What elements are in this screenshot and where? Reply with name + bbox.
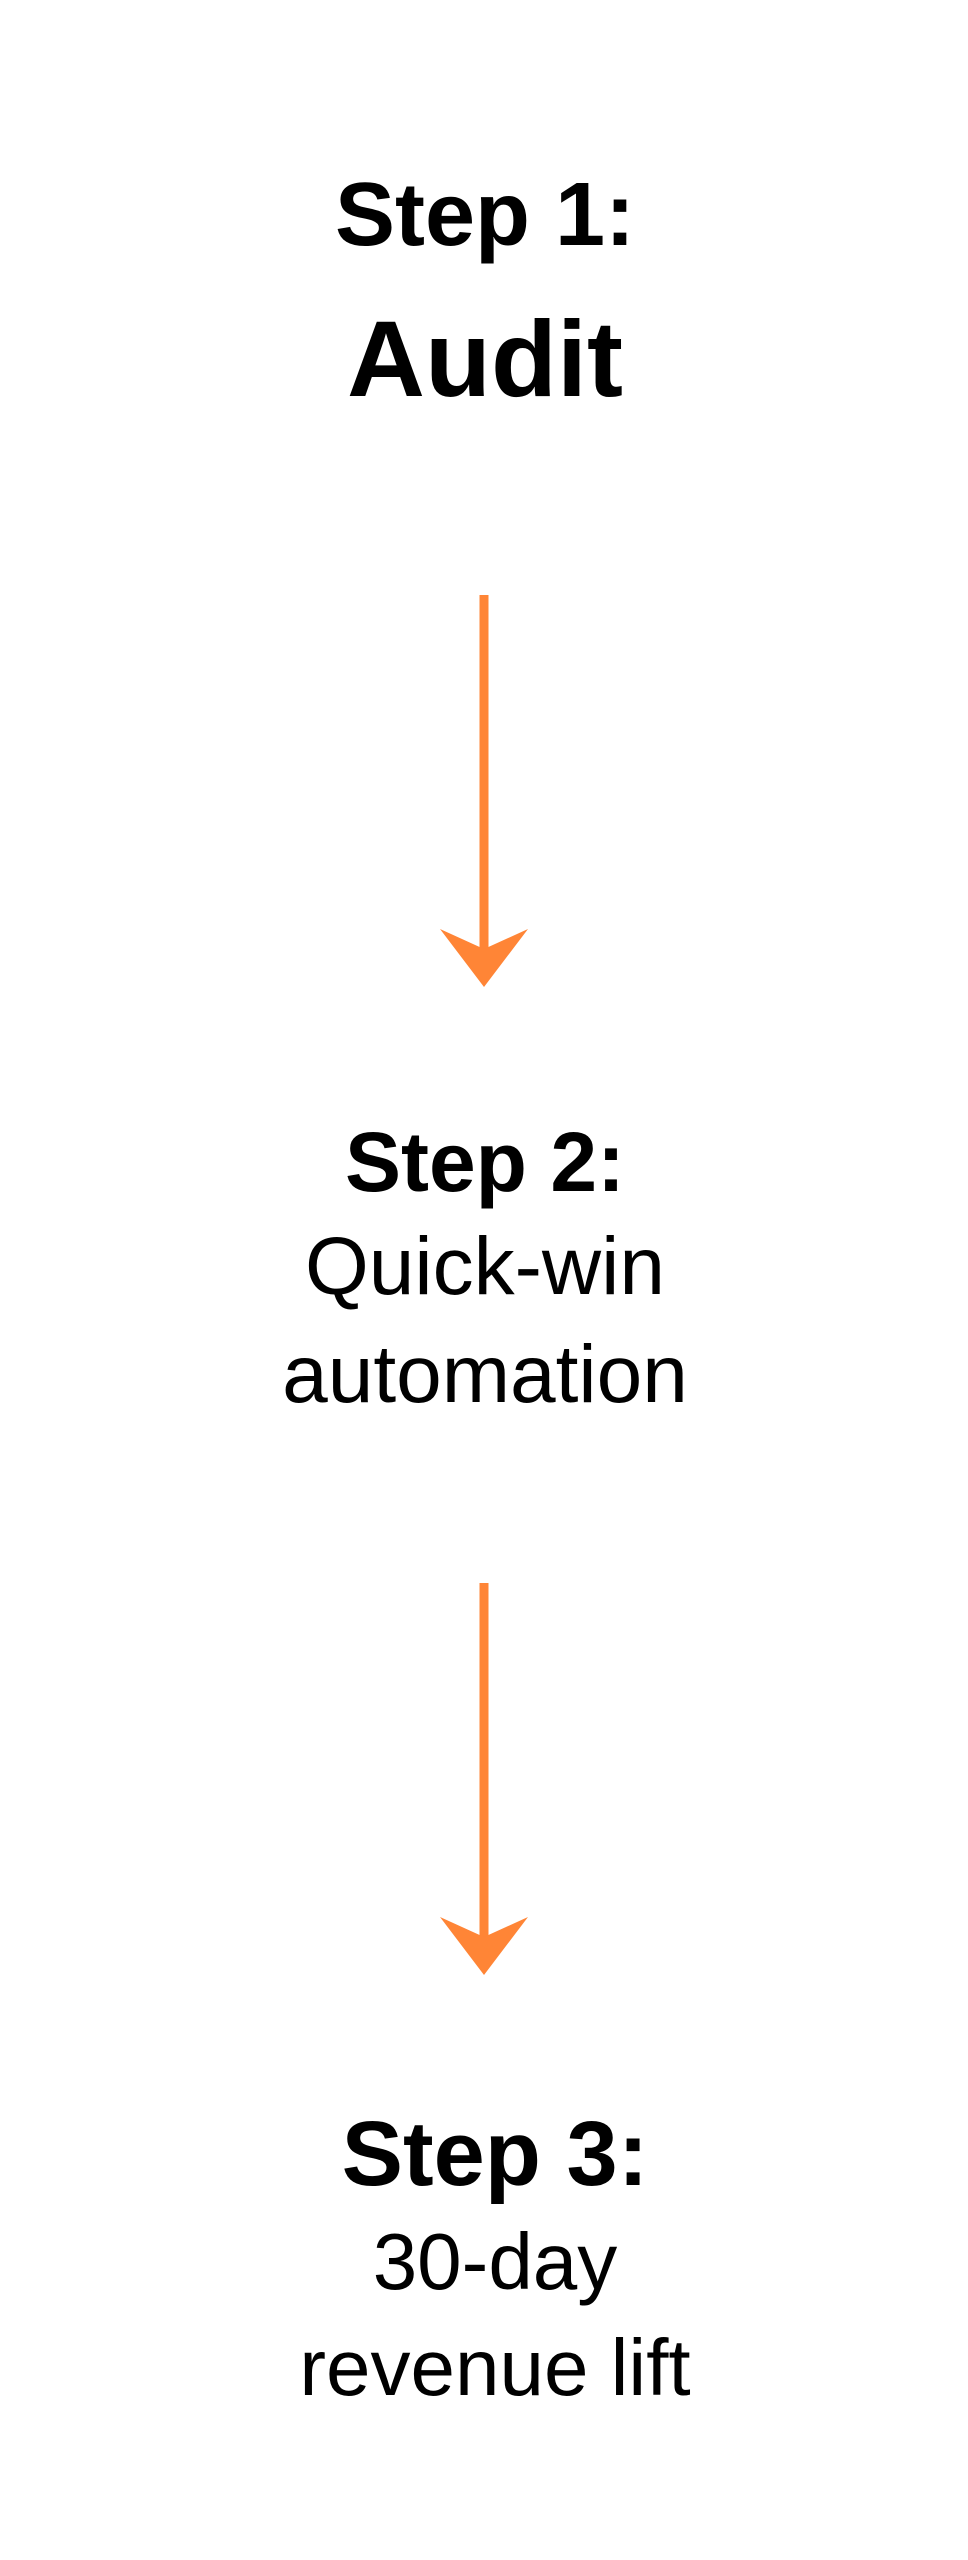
step-3-description-line-1: 30-day [372,2217,618,2306]
arrow-down-icon [440,1583,528,1975]
step-3-title: Step 3: [341,2103,649,2205]
step-3-description-line-2: revenue lift [299,2323,691,2412]
step-1-title: Step 1: [334,165,636,265]
step-1-description: Audit [347,298,623,419]
step-2-node: Step 2: Quick-win automation [35,1120,935,1420]
step-1-node: Step 1: Audit [35,170,935,419]
arrow-down-icon [440,595,528,987]
step-2-description-line-1: Quick-win [305,1221,665,1312]
step-2-title: Step 2: [344,1115,626,1209]
step-2-description-line-2: automation [282,1329,688,1421]
step-3-node: Step 3: 30-day revenue lift [45,2108,945,2412]
